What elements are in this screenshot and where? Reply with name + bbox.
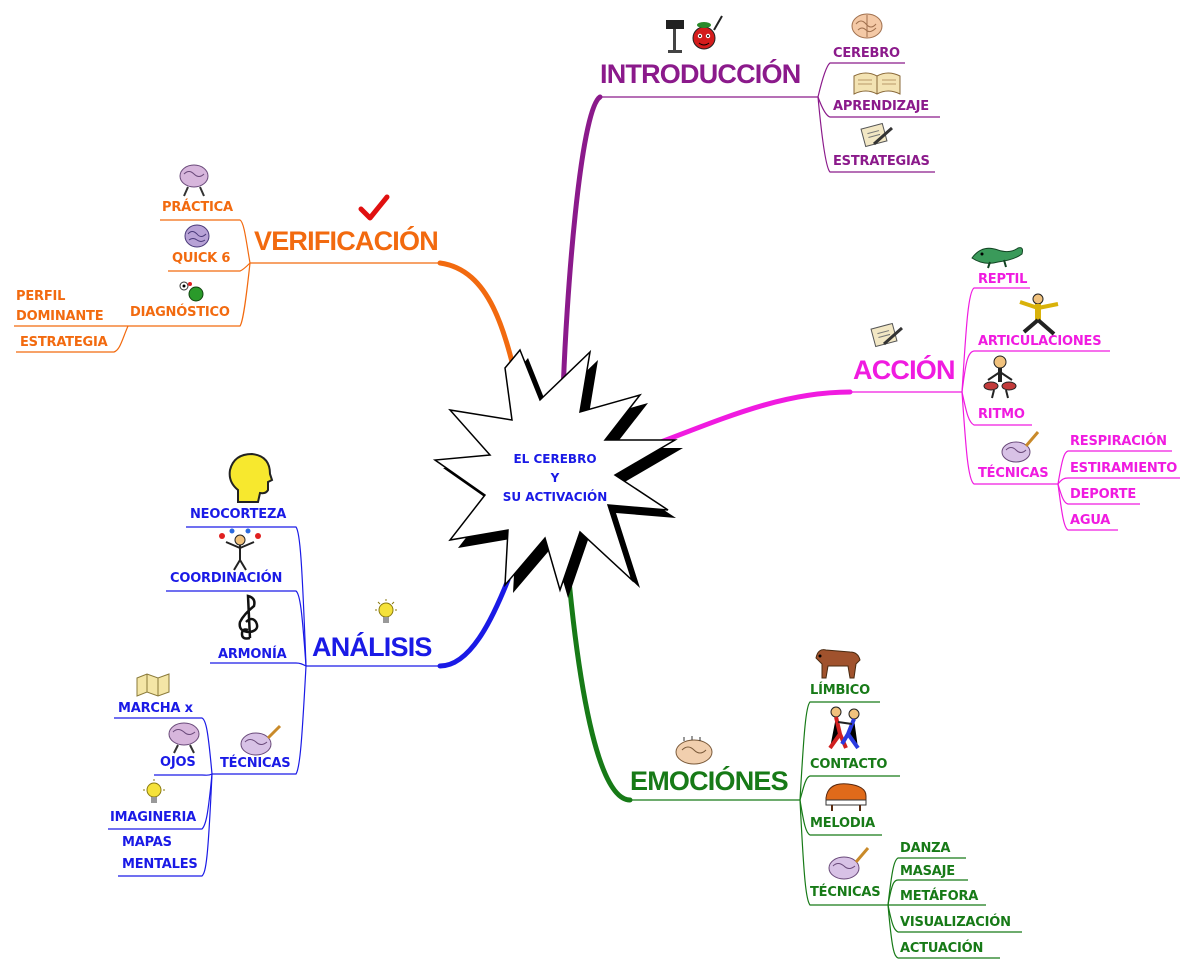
lightbulb-icon — [143, 779, 165, 803]
emociones-item-contacto: CONTACTO — [810, 757, 888, 772]
emociones-main-branch — [565, 567, 633, 803]
introduccion-connectors — [600, 62, 940, 173]
verificacion-item-diagnostico: DIAGNÓSTICO — [130, 305, 230, 320]
central-topic-line-3: SU ACTIVACIÓN — [502, 490, 608, 504]
dog-icon — [815, 649, 861, 679]
verificacion-connectors — [14, 219, 440, 353]
analisis-item-neocorteza: NEOCORTEZA — [190, 507, 287, 522]
accion-item-tecnicas: TÉCNICAS — [978, 466, 1049, 481]
central-topic: EL CEREBRO Y SU ACTIVACIÓN — [480, 450, 630, 507]
emociones-item-melodia: MELODIA — [810, 816, 875, 831]
verificacion-sub-dominante: DOMINANTE — [16, 309, 104, 324]
brain-pencil-icon — [240, 724, 282, 756]
brain-pencil-icon — [1001, 431, 1040, 463]
analisis-tecnica-mapas: MAPAS — [122, 835, 172, 850]
analisis-tecnica-mentales: MENTALES — [122, 857, 198, 872]
emociones-tecnica-actuacion: ACTUACIÓN — [900, 941, 984, 956]
emociones-connectors — [630, 701, 1022, 959]
lightbulb-icon — [375, 599, 397, 623]
accion-item-ritmo: RITMO — [978, 407, 1025, 422]
brain-character-icon — [179, 164, 209, 197]
analisis-tecnica-imagineria: IMAGINERIA — [110, 810, 197, 825]
accion-item-reptil: REPTIL — [978, 272, 1028, 287]
accion-tecnica-agua: AGUA — [1070, 513, 1111, 528]
emociones-tecnica-danza: DANZA — [900, 841, 951, 856]
accion-tecnica-estiramiento: ESTIRAMIENTO — [1070, 461, 1178, 476]
brain-icon — [184, 224, 210, 248]
verificacion-item-practica: PRÁCTICA — [162, 200, 233, 215]
analisis-title: ANÁLISIS — [312, 632, 432, 662]
analisis-connectors — [108, 526, 440, 877]
introduccion-main-branch — [560, 94, 603, 398]
kung-fu-figure-icon — [1019, 293, 1059, 336]
analisis-tecnica-ojos: OJOS — [160, 755, 196, 770]
emociones-title: EMOCIÓNES — [630, 766, 789, 796]
teacher-at-lectern-icon — [666, 15, 723, 53]
emociones-item-tecnicas: TÉCNICAS — [810, 885, 881, 900]
analisis-item-armonia: ARMONÍA — [218, 647, 287, 662]
analisis-main-branch — [437, 577, 511, 669]
accion-title: ACCIÓN — [853, 355, 956, 385]
diagnosis-icon — [179, 281, 204, 302]
introduccion-item-cerebro: CEREBRO — [833, 46, 900, 61]
treble-clef-icon — [238, 594, 259, 640]
verificacion-item-quick-6: QUICK 6 — [172, 251, 231, 266]
central-starburst — [432, 348, 683, 598]
head-silhouette-icon — [228, 452, 274, 503]
drummer-icon — [983, 355, 1017, 399]
introduccion-title: INTRODUCCIÓN — [600, 59, 801, 89]
wrestlers-icon — [828, 706, 860, 750]
notepad-pencil-icon — [860, 122, 893, 148]
brain-face-icon — [675, 736, 713, 765]
lizard-icon — [971, 247, 1023, 269]
accion-main-branch — [642, 389, 853, 451]
analisis-tecnica-marcha-x: MARCHA x — [118, 701, 193, 716]
piano-icon — [825, 783, 867, 811]
accion-tecnica-respiracion: RESPIRACIÓN — [1070, 434, 1167, 449]
central-topic-line-2: Y — [550, 471, 560, 485]
brain-character-icon — [168, 722, 200, 754]
introduccion-item-estrategias: ESTRATEGIAS — [833, 154, 930, 169]
juggler-icon — [219, 528, 261, 571]
open-book-icon — [853, 72, 901, 95]
analisis-item-tecnicas: TÉCNICAS — [220, 756, 291, 771]
checkmark-icon — [358, 194, 390, 221]
emociones-tecnica-visualizacion: VISUALIZACIÓN — [900, 915, 1011, 930]
notepad-pencil-icon — [870, 322, 903, 348]
analisis-item-coordinacion: COORDINACIÓN — [170, 571, 283, 586]
introduccion-item-aprendizaje: APRENDIZAJE — [833, 99, 929, 114]
central-topic-line-1: EL CEREBRO — [513, 452, 597, 466]
emociones-item-limbico: LÍMBICO — [810, 683, 870, 698]
verificacion-title: VERIFICACIÓN — [254, 226, 439, 256]
accion-tecnica-deporte: DEPORTE — [1070, 487, 1137, 502]
emociones-tecnica-masaje: MASAJE — [900, 864, 955, 879]
accion-connectors — [850, 287, 1180, 531]
map-icon — [136, 673, 170, 697]
emociones-tecnica-metafora: METÁFORA — [900, 889, 979, 904]
verificacion-sub-perfil: PERFIL — [16, 289, 66, 304]
brain-icon — [851, 13, 883, 39]
verificacion-sub-estrategia: ESTRATEGIA — [20, 335, 108, 350]
accion-item-articulaciones: ARTICULACIONES — [978, 334, 1102, 349]
brain-pencil-icon — [828, 847, 870, 880]
